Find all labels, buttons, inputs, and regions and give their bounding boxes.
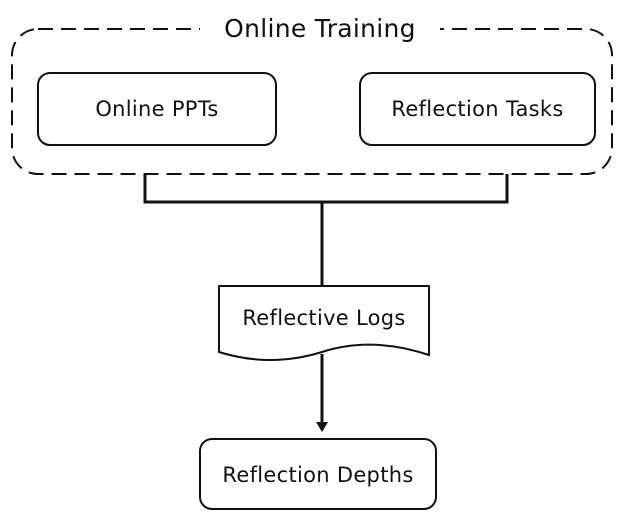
merge-connector [143, 174, 509, 204]
reflection-depths-label: Reflection Depths [222, 463, 414, 487]
reflective-logs-document-shape [218, 285, 430, 361]
reflection-depths-box [199, 438, 437, 510]
reflection-tasks-box [359, 72, 596, 146]
online-training-group-border [11, 28, 613, 175]
reflective-logs-label: Reflective Logs [242, 305, 406, 330]
online-training-title: Online Training [200, 10, 440, 46]
online-ppts-box [37, 72, 277, 146]
online-ppts-label: Online PPTs [95, 97, 219, 121]
reflection-tasks-label: Reflection Tasks [391, 97, 564, 121]
